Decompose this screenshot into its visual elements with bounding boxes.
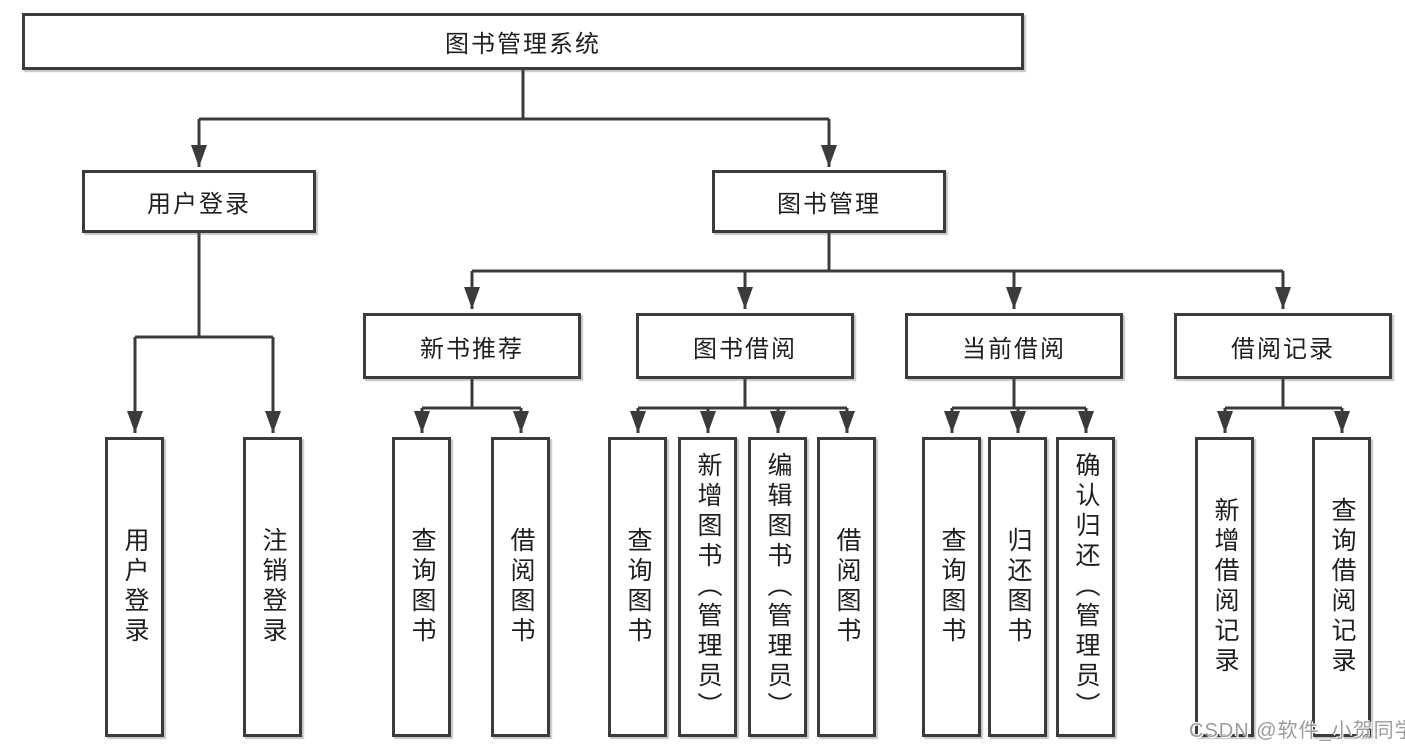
connector-book-borrow-children xyxy=(630,379,855,433)
node-root-label: 图书管理系统 xyxy=(445,31,601,58)
leaf-user-login: 用户登录 xyxy=(105,437,164,737)
leaf-add-borrow-record-label: 新增借阅记录 xyxy=(1211,497,1239,677)
connector-new-book-children xyxy=(414,379,529,433)
leaf-query-books-recommend-label: 查询图书 xyxy=(408,527,436,647)
leaf-edit-book-admin-label: 编辑图书（管理员） xyxy=(764,452,792,722)
node-new-book-recommend-label: 新书推荐 xyxy=(420,335,524,363)
leaf-add-book-admin-label: 新增图书（管理员） xyxy=(694,452,722,722)
node-current-borrow: 当前借阅 xyxy=(905,313,1123,379)
leaf-query-books-current-label: 查询图书 xyxy=(938,527,966,647)
leaf-add-borrow-record: 新增借阅记录 xyxy=(1195,437,1254,737)
connector-user-login-children xyxy=(127,233,281,433)
connector-current-borrow-children xyxy=(944,379,1094,433)
leaf-logout-label: 注销登录 xyxy=(259,527,287,647)
leaf-query-books-current: 查询图书 xyxy=(922,437,981,737)
connector-root-to-level2 xyxy=(191,69,837,167)
leaf-query-books-borrow: 查询图书 xyxy=(608,437,667,737)
leaf-return-books-label: 归还图书 xyxy=(1004,527,1032,647)
leaf-return-books: 归还图书 xyxy=(988,437,1047,737)
connector-book-mgmt-to-level3 xyxy=(464,233,1291,309)
leaf-query-books-recommend: 查询图书 xyxy=(392,437,451,737)
leaf-confirm-return-admin-label: 确认归还（管理员） xyxy=(1072,452,1100,722)
leaf-confirm-return-admin: 确认归还（管理员） xyxy=(1056,437,1115,737)
leaf-add-book-admin: 新增图书（管理员） xyxy=(678,437,737,737)
node-user-login: 用户登录 xyxy=(82,170,316,233)
node-book-management-label: 图书管理 xyxy=(777,191,881,218)
node-borrow-records-label: 借阅记录 xyxy=(1231,335,1335,363)
csdn-watermark: CSDN @软件_小贺同学 xyxy=(1189,720,1405,742)
leaf-query-borrow-record-label: 查询借阅记录 xyxy=(1328,497,1356,677)
node-book-management: 图书管理 xyxy=(712,170,946,233)
connector-borrow-record-children xyxy=(1217,379,1350,433)
leaf-query-books-borrow-label: 查询图书 xyxy=(624,527,652,647)
leaf-borrow-books-recommend: 借阅图书 xyxy=(491,437,550,737)
node-root-system: 图书管理系统 xyxy=(22,13,1024,70)
node-current-borrow-label: 当前借阅 xyxy=(962,335,1066,363)
leaf-query-borrow-record: 查询借阅记录 xyxy=(1312,437,1371,737)
node-new-book-recommend: 新书推荐 xyxy=(363,313,581,379)
node-book-borrow-label: 图书借阅 xyxy=(693,335,797,363)
leaf-borrow-books: 借阅图书 xyxy=(817,437,876,737)
leaf-logout: 注销登录 xyxy=(243,437,302,737)
leaf-borrow-books-recommend-label: 借阅图书 xyxy=(507,527,535,647)
node-book-borrow: 图书借阅 xyxy=(636,313,854,379)
node-user-login-label: 用户登录 xyxy=(147,191,251,218)
node-borrow-records: 借阅记录 xyxy=(1174,313,1392,379)
leaf-edit-book-admin: 编辑图书（管理员） xyxy=(748,437,807,737)
leaf-user-login-label: 用户登录 xyxy=(121,527,149,647)
leaf-borrow-books-label: 借阅图书 xyxy=(833,527,861,647)
